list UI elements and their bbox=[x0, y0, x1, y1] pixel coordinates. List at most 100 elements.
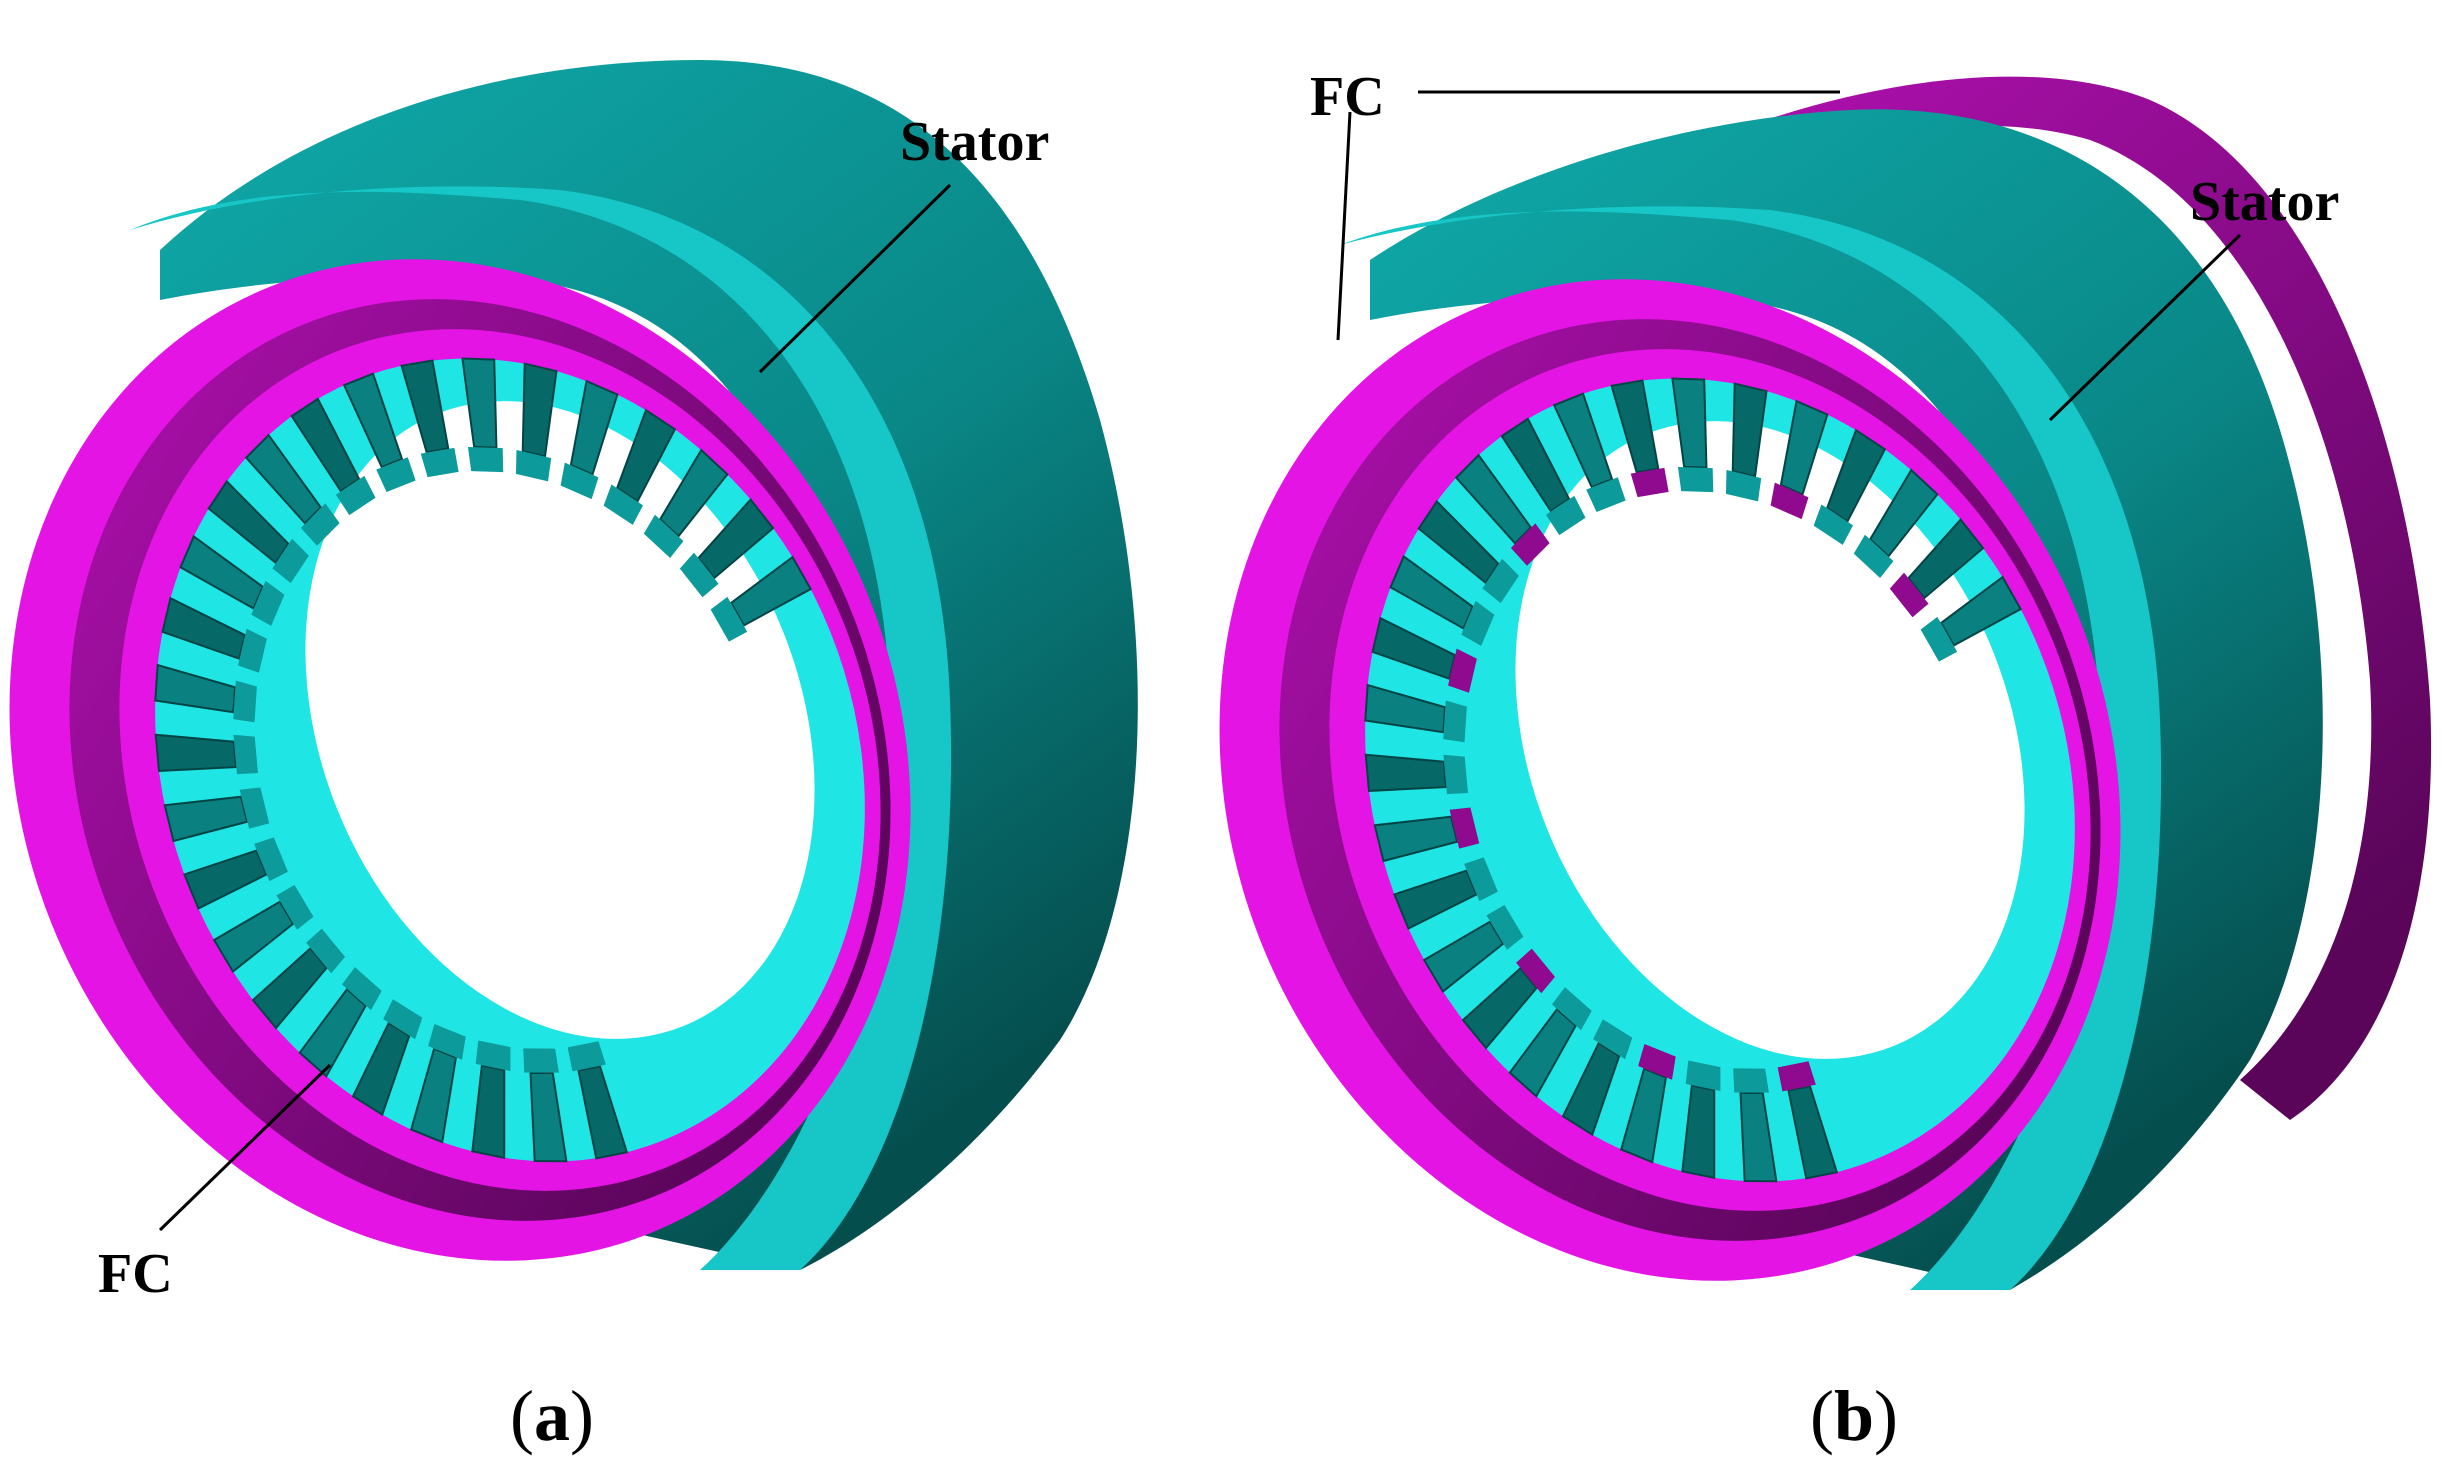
stator-tooth bbox=[1779, 399, 1829, 496]
stator-tooth bbox=[658, 448, 729, 538]
stator-tooth bbox=[183, 849, 268, 910]
panel-caption: (a) bbox=[510, 1376, 594, 1456]
stator-teeth bbox=[1364, 377, 2023, 1183]
stator-tooth bbox=[342, 372, 404, 469]
stator-tooth-tip bbox=[1482, 558, 1519, 604]
stator-tooth-tip bbox=[1813, 504, 1854, 545]
stator-tooth bbox=[409, 1047, 458, 1144]
stator-tooth bbox=[1939, 575, 2023, 647]
stator-tooth bbox=[471, 1064, 506, 1160]
stator-tooth bbox=[1417, 499, 1500, 585]
stator-tooth-tip bbox=[1777, 1061, 1816, 1092]
stator-tooth-tip bbox=[335, 475, 376, 516]
stator-tooth bbox=[1619, 1067, 1668, 1164]
fc-label: FC bbox=[98, 1243, 173, 1305]
stator-tooth bbox=[1373, 815, 1459, 863]
stator-tooth-tip bbox=[475, 1040, 511, 1071]
fc-leader-line bbox=[158, 1063, 332, 1232]
stator-tooth-tip bbox=[515, 450, 552, 482]
stator-teeth bbox=[154, 357, 813, 1163]
stator-tooth-tip bbox=[254, 837, 288, 882]
stator-tooth bbox=[1461, 966, 1538, 1050]
stator-tooth-tip bbox=[238, 628, 267, 673]
stator-tooth-tip bbox=[233, 680, 257, 723]
stator-tooth bbox=[1787, 1085, 1839, 1180]
stator-label: Stator bbox=[900, 111, 1049, 173]
stator-tooth-tip bbox=[1770, 482, 1809, 520]
stator-tooth bbox=[529, 1071, 568, 1163]
stator-tooth-tip bbox=[1593, 1019, 1633, 1060]
stator-tooth bbox=[569, 379, 619, 476]
stator-tooth bbox=[1561, 1041, 1621, 1137]
stator-tooth-tip bbox=[1685, 1060, 1721, 1091]
stator-rim bbox=[1340, 206, 2162, 1290]
stator-tooth-tip bbox=[1449, 807, 1480, 849]
stator-tooth bbox=[1422, 920, 1505, 994]
stator-tooth bbox=[521, 362, 558, 458]
stator-tooth bbox=[461, 357, 498, 449]
stator-tooth-tip bbox=[1545, 495, 1586, 536]
stator-tooth-tip bbox=[603, 484, 644, 525]
stator-tooth bbox=[212, 900, 295, 974]
stator-tooth bbox=[400, 359, 450, 454]
stator-tooth-tip bbox=[1733, 1068, 1769, 1093]
stator-tooth bbox=[1671, 377, 1708, 469]
stator-tooth-tip bbox=[1552, 987, 1592, 1031]
stator-tooth bbox=[697, 498, 775, 580]
stator-tooth bbox=[161, 596, 246, 661]
stator-tooth-tip bbox=[1516, 948, 1556, 994]
stator-tooth-tip bbox=[1461, 600, 1495, 646]
stator-tooth-tip bbox=[710, 596, 748, 642]
stator-tooth-tip bbox=[1638, 1043, 1676, 1080]
stator-tooth-tip bbox=[276, 884, 314, 930]
stator-tooth bbox=[1508, 1007, 1577, 1098]
stator-tooth-tip bbox=[300, 503, 340, 546]
stator-tooth-tip bbox=[1725, 470, 1762, 502]
panel-caption: (b) bbox=[1810, 1376, 1898, 1456]
panel-b-stator-model: Stator FC (b) bbox=[1219, 66, 2432, 1456]
stator-tooth bbox=[1610, 379, 1660, 474]
fc-leader-line-side bbox=[1336, 111, 1352, 341]
stator-tooth-tip bbox=[679, 552, 719, 598]
stator-tooth-tip bbox=[560, 462, 599, 500]
stator-leader-line bbox=[758, 183, 952, 374]
stator-tooth bbox=[154, 663, 237, 714]
stator-tooth bbox=[351, 1021, 411, 1117]
stator-tooth bbox=[1500, 417, 1571, 513]
stator-tooth bbox=[1389, 554, 1474, 630]
stator-tooth-tip bbox=[239, 787, 270, 829]
stator-tooth bbox=[290, 397, 361, 493]
stator-tooth-tip bbox=[1853, 534, 1894, 578]
stator-tooth-tip bbox=[233, 734, 258, 775]
stator-tooth-tip bbox=[1443, 700, 1467, 743]
stator-tooth-tip bbox=[1464, 857, 1498, 902]
stator-tooth bbox=[244, 433, 323, 525]
panel-a-stator-model: Stator FC (a) bbox=[9, 60, 1138, 1456]
stator-tooth bbox=[1739, 1091, 1778, 1183]
stator-tooth-tip bbox=[1677, 466, 1714, 493]
stator-tooth bbox=[1364, 683, 1447, 734]
fc-outer-band bbox=[1710, 76, 2432, 1121]
stator-tooth-tip bbox=[1510, 523, 1550, 566]
stator-tooth-tip bbox=[1630, 467, 1669, 498]
stator-tooth-tip bbox=[383, 999, 423, 1040]
stator-tooth-tip bbox=[1920, 616, 1958, 662]
stator-tooth-tip bbox=[523, 1048, 559, 1073]
stator-tooth bbox=[1364, 753, 1448, 792]
stator-tooth bbox=[1681, 1084, 1716, 1180]
stator-tooth bbox=[616, 408, 677, 503]
stator-tooth-tip bbox=[1443, 754, 1468, 795]
stator-body bbox=[130, 60, 1138, 1271]
stator-tooth-tip bbox=[306, 928, 346, 974]
stator-tooth-tip bbox=[428, 1023, 466, 1060]
stator-tooth bbox=[207, 479, 290, 565]
stator-tooth bbox=[1907, 518, 1985, 600]
stator-tooth bbox=[1868, 468, 1939, 558]
stator-tooth bbox=[1552, 392, 1614, 489]
stator-tooth bbox=[179, 534, 264, 610]
stator-tooth bbox=[1826, 428, 1887, 523]
stator-tooth-tip bbox=[567, 1041, 606, 1072]
stator-tooth-tip bbox=[467, 446, 504, 473]
stator-tooth-tip bbox=[1889, 572, 1929, 618]
